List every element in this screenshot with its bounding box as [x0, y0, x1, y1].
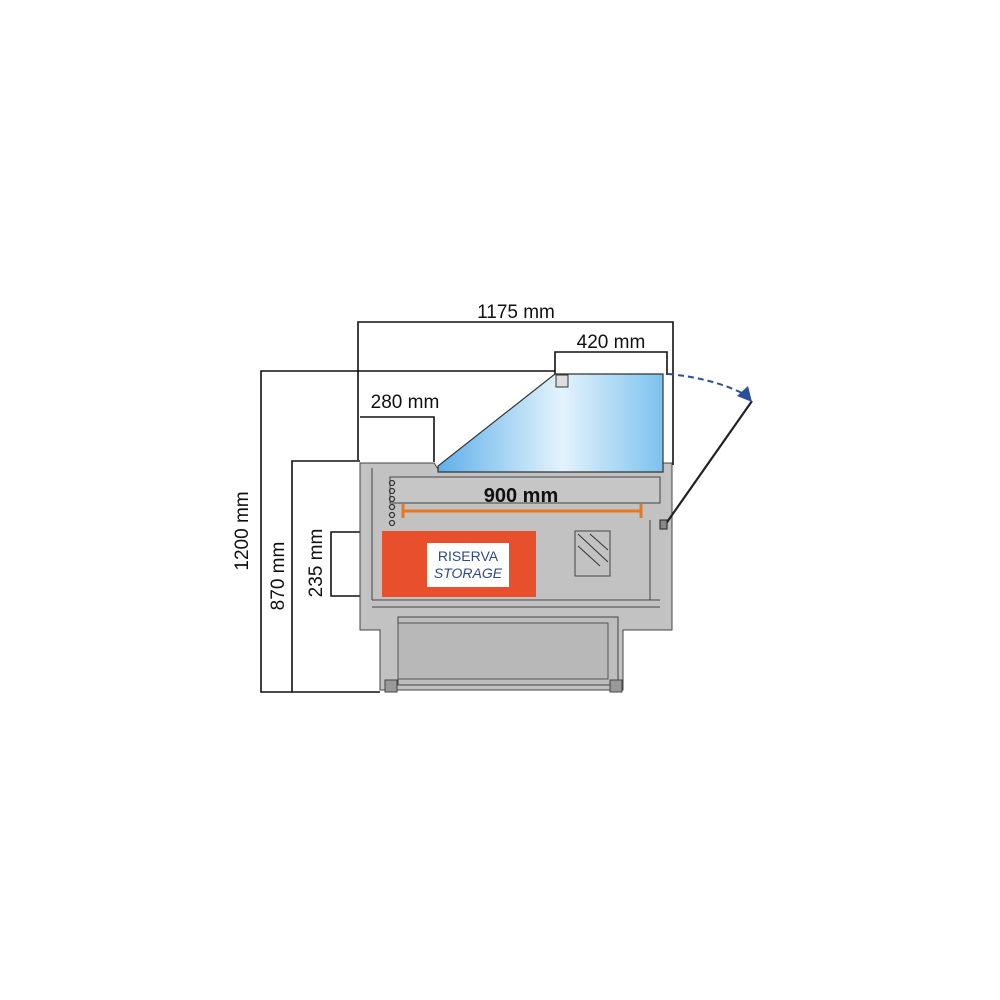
door-swing-arc — [667, 373, 745, 395]
dim-420-line — [554, 351, 668, 375]
storage-label-box — [427, 543, 509, 587]
dim-1175-label: 1175 mm — [477, 302, 555, 323]
dim-235-label: 235 mm — [306, 529, 327, 598]
door-hinge — [659, 519, 668, 530]
depth-label: 900 mm — [484, 485, 559, 507]
dim-1200-line — [260, 370, 555, 693]
dim-1175-line — [357, 321, 674, 465]
dim-420-label: 420 mm — [577, 332, 646, 353]
dim-280-label: 280 mm — [371, 392, 440, 413]
dim-1200-label: 1200 mm — [232, 491, 253, 570]
storage-label-line1: RISERVA — [438, 548, 499, 564]
storage-label-line2: STORAGE — [434, 565, 503, 581]
door-swing-arrow-icon — [737, 386, 752, 402]
glass-panel — [437, 373, 664, 473]
open-door-line — [664, 400, 753, 526]
dim-280-line — [360, 416, 435, 462]
control-buttons — [388, 479, 396, 527]
glass-bracket — [555, 374, 569, 388]
depth-indicator — [401, 504, 643, 518]
dim-870-label: 870 mm — [268, 542, 289, 611]
dim-870-line — [291, 460, 360, 692]
dim-235-line — [330, 531, 360, 597]
dimension-lines — [260, 321, 674, 693]
